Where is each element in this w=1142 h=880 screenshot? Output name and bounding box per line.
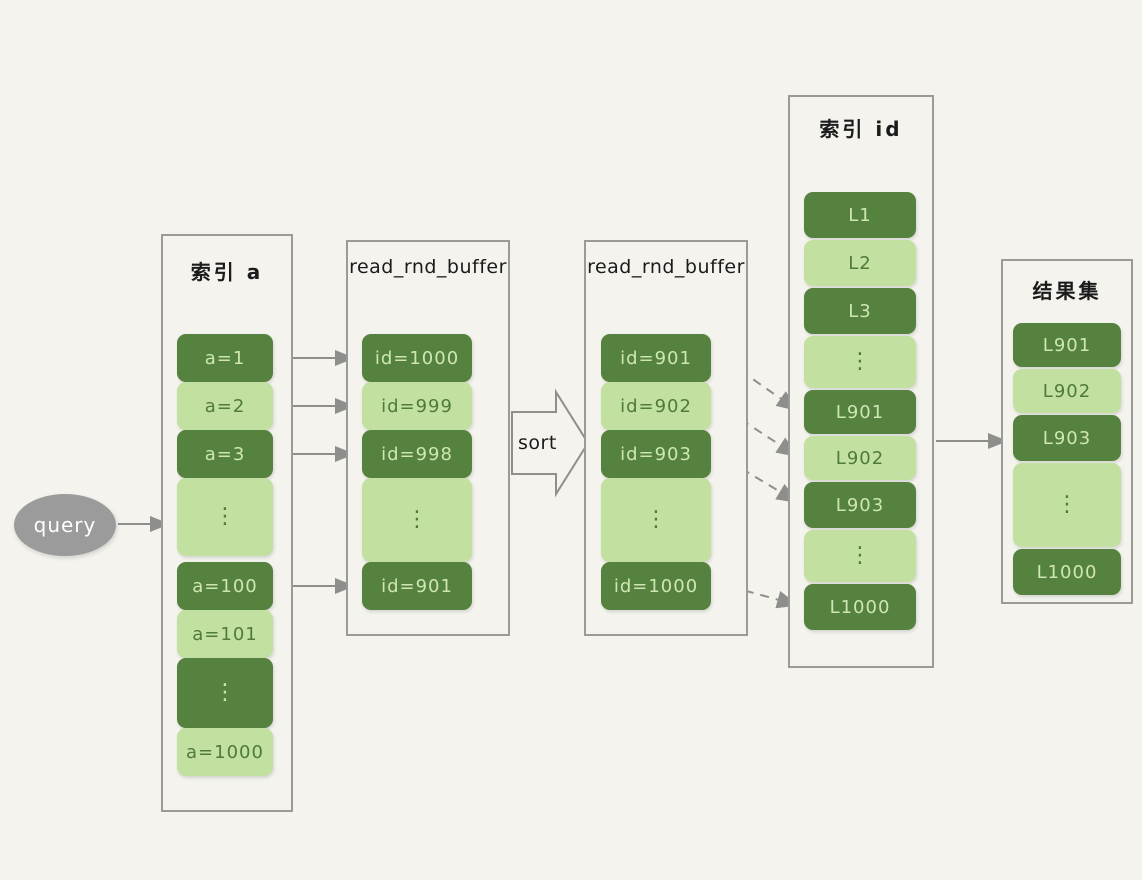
cell-index-id-0[interactable]: L1	[804, 192, 916, 238]
cell-label: id=999	[381, 395, 453, 417]
cell-label: a=3	[204, 443, 246, 465]
cell-rrb2-0[interactable]: id=901	[601, 334, 711, 382]
cell-label: a=1	[204, 347, 246, 369]
cell-result-set-1[interactable]: L902	[1013, 369, 1121, 413]
cell-label: L903	[1042, 427, 1092, 449]
cell-label: L901	[835, 401, 885, 423]
query-node[interactable]: query	[14, 494, 116, 556]
sort-label: sort	[518, 432, 557, 454]
cell-label: ⋮	[214, 679, 236, 705]
cell-index-a-4[interactable]: a=100	[177, 562, 273, 610]
cell-label: ⋮	[214, 503, 236, 529]
cell-label: a=100	[192, 575, 258, 597]
cell-label: a=101	[192, 623, 258, 645]
column-index-a-title: 索引 a	[190, 260, 264, 284]
cell-rrb1-1[interactable]: id=999	[362, 382, 472, 430]
cell-index-id-7[interactable]: ⋮	[804, 530, 916, 582]
cell-result-set-3[interactable]: ⋮	[1013, 463, 1121, 547]
cell-index-id-1[interactable]: L2	[804, 240, 916, 286]
column-read-rnd-buffer-2-title: read_rnd_buffer	[587, 256, 745, 278]
cell-label: L902	[1042, 380, 1092, 402]
cell-index-id-2[interactable]: L3	[804, 288, 916, 334]
cell-label: id=1000	[374, 347, 460, 369]
cell-label: ⋮	[406, 506, 428, 532]
cell-index-id-5[interactable]: L902	[804, 436, 916, 480]
cell-rrb2-1[interactable]: id=902	[601, 382, 711, 430]
cell-result-set-0[interactable]: L901	[1013, 323, 1121, 367]
cell-rrb1-2[interactable]: id=998	[362, 430, 472, 478]
cell-rrb1-4[interactable]: id=901	[362, 562, 472, 610]
cell-rrb1-0[interactable]: id=1000	[362, 334, 472, 382]
cell-index-a-7[interactable]: a=1000	[177, 728, 273, 776]
cell-label: L3	[848, 300, 872, 322]
cell-index-id-6[interactable]: L903	[804, 482, 916, 528]
column-index-id-title: 索引 id	[819, 117, 903, 141]
cell-rrb2-2[interactable]: id=903	[601, 430, 711, 478]
cell-label: a=2	[204, 395, 246, 417]
cell-index-a-3[interactable]: ⋮	[177, 478, 273, 556]
cell-label: L902	[835, 447, 885, 469]
cell-label: id=903	[620, 443, 692, 465]
cell-label: L2	[848, 252, 872, 274]
column-read-rnd-buffer-1-title: read_rnd_buffer	[349, 256, 507, 278]
cell-rrb2-4[interactable]: id=1000	[601, 562, 711, 610]
cell-label: ⋮	[849, 348, 871, 374]
cell-label: L1	[848, 204, 872, 226]
cell-index-id-8[interactable]: L1000	[804, 584, 916, 630]
query-label: query	[33, 513, 97, 537]
column-result-set-title: 结果集	[1032, 279, 1102, 303]
cell-label: id=1000	[613, 575, 699, 597]
cell-label: id=902	[620, 395, 692, 417]
cell-result-set-4[interactable]: L1000	[1013, 549, 1121, 595]
cell-rrb1-3[interactable]: ⋮	[362, 478, 472, 562]
cell-label: L901	[1042, 334, 1092, 356]
cell-label: id=998	[381, 443, 453, 465]
cell-index-a-5[interactable]: a=101	[177, 610, 273, 658]
cell-rrb2-3[interactable]: ⋮	[601, 478, 711, 562]
cell-label: ⋮	[645, 506, 667, 532]
cell-label: ⋮	[1056, 491, 1078, 517]
cell-label: id=901	[381, 575, 453, 597]
cell-label: a=1000	[186, 741, 264, 763]
cell-index-a-2[interactable]: a=3	[177, 430, 273, 478]
cell-index-id-3[interactable]: ⋮	[804, 336, 916, 388]
cell-index-a-6[interactable]: ⋮	[177, 658, 273, 728]
cell-label: L1000	[829, 596, 891, 618]
cell-label: ⋮	[849, 542, 871, 568]
cell-label: id=901	[620, 347, 692, 369]
cell-label: L1000	[1036, 561, 1098, 583]
cell-index-id-4[interactable]: L901	[804, 390, 916, 434]
cell-index-a-0[interactable]: a=1	[177, 334, 273, 382]
cell-label: L903	[835, 494, 885, 516]
cell-result-set-2[interactable]: L903	[1013, 415, 1121, 461]
cell-index-a-1[interactable]: a=2	[177, 382, 273, 430]
